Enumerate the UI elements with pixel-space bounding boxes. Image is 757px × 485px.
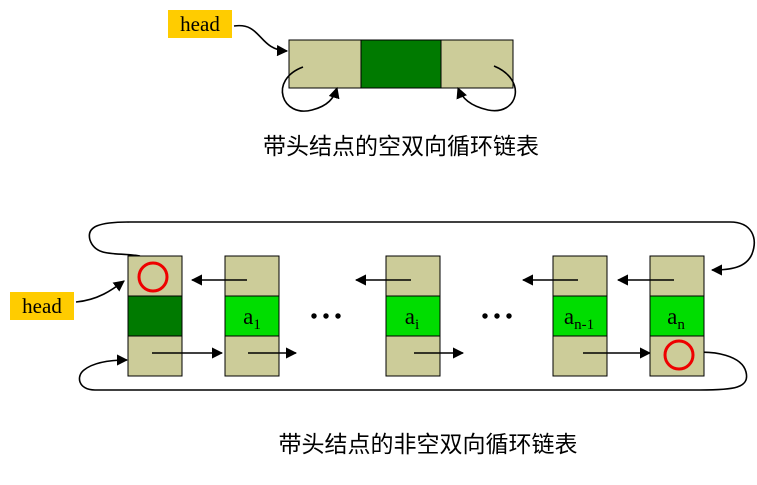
node-ai-next-cell bbox=[385, 335, 441, 377]
node-an-next-highlight-circle bbox=[663, 339, 695, 371]
header-data-cell bbox=[127, 295, 183, 337]
ellipsis-2: • • • bbox=[481, 306, 512, 328]
empty-header-data-cell bbox=[360, 39, 442, 89]
nonempty-list-caption: 带头结点的非空双向循环链表 bbox=[279, 432, 578, 458]
header-next-cell bbox=[127, 335, 183, 377]
node-an-1-data-cell bbox=[552, 295, 608, 337]
empty-list-figure: head 带头结点的空双向循环链表 bbox=[168, 10, 539, 160]
node-a1-data-cell bbox=[224, 295, 280, 337]
node-an: an bbox=[649, 255, 705, 377]
head-pointer-arrow bbox=[75, 280, 125, 303]
empty-next-self-loop-arrow bbox=[456, 65, 517, 112]
header-prior-highlight-circle bbox=[137, 261, 169, 293]
node-an-1-label-sub: n-1 bbox=[574, 317, 594, 333]
node-ai-label-base: a bbox=[405, 304, 415, 329]
head-label: head bbox=[22, 294, 62, 318]
node-an-label-sub: n bbox=[677, 317, 685, 333]
node-ai-prior-cell bbox=[385, 255, 441, 297]
node-a1-label-base: a bbox=[243, 304, 253, 329]
empty-header-next-cell bbox=[440, 39, 514, 89]
empty-header-node bbox=[288, 39, 514, 89]
node-an-1-next-cell bbox=[552, 335, 608, 377]
node-an-data-cell bbox=[649, 295, 705, 337]
node-a1-prior-cell bbox=[224, 255, 280, 297]
empty-list-caption: 带头结点的空双向循环链表 bbox=[263, 134, 539, 160]
node-an-prior-cell bbox=[649, 255, 705, 297]
node-an-label: an bbox=[667, 304, 685, 333]
empty-prior-self-loop-arrow bbox=[281, 66, 340, 112]
node-an-1-label: an-1 bbox=[564, 304, 594, 333]
node-an-label-base: a bbox=[667, 304, 677, 329]
node-ai-data-cell bbox=[385, 295, 441, 337]
circular-prior-link-arrow bbox=[88, 221, 755, 276]
node-ai-label-sub: i bbox=[415, 317, 419, 333]
node-a1-label: a1 bbox=[243, 304, 261, 333]
node-an-1: an-1 bbox=[552, 255, 608, 377]
node-a1: a1 bbox=[224, 255, 280, 377]
circular-next-link-arrow bbox=[78, 351, 748, 391]
empty-head-pointer-arrow bbox=[233, 24, 289, 57]
head-label-box bbox=[10, 292, 74, 320]
node-a1-next-cell bbox=[224, 335, 280, 377]
empty-header-prior-cell bbox=[288, 39, 362, 89]
node-an-1-prior-cell bbox=[552, 255, 608, 297]
node-ai: ai bbox=[385, 255, 441, 377]
empty-head-label: head bbox=[180, 12, 220, 36]
header-node bbox=[127, 255, 183, 377]
node-a1-label-sub: 1 bbox=[253, 317, 261, 333]
empty-head-label-box bbox=[168, 10, 232, 38]
ellipsis-1: • • • bbox=[310, 306, 341, 328]
node-ai-label: ai bbox=[405, 304, 419, 333]
nonempty-list-figure: head a1 • • • ai • • • bbox=[10, 221, 755, 458]
node-an-1-label-base: a bbox=[564, 304, 574, 329]
